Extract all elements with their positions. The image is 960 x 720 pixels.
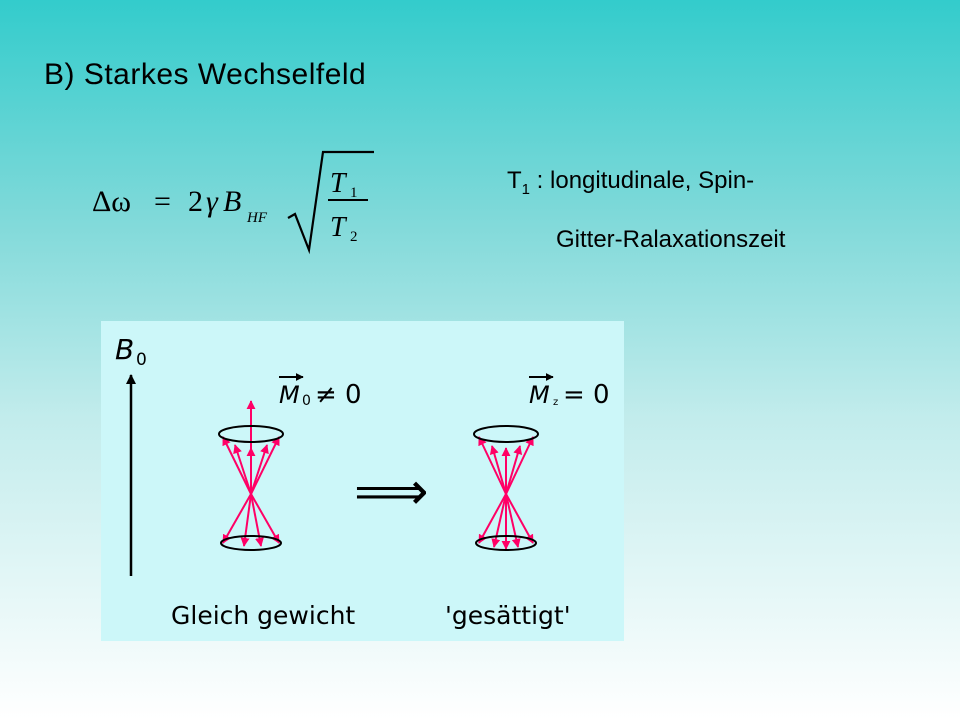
formula-field: B [223,185,241,218]
left-magnetization-subscript: 0 [302,393,311,409]
axis-label: B [115,333,134,366]
t1-definition-line2: Gitter-Ralaxationszeit [556,226,786,253]
formula: Δω = 2 γ B HF T 1 T 2 [92,150,374,255]
slide-title: B) Starkes Wechselfeld [44,58,367,91]
axis-subscript: 0 [136,350,147,370]
left-state-label: Gleich gewicht [171,601,355,630]
t1-definition: T1 : longitudinale, Spin- [507,167,754,198]
formula-denominator-subscript: 2 [350,229,358,245]
right-state-label: 'gesättigt' [445,601,571,630]
spin-diagram: B 0 [101,321,624,641]
formula-field-subscript: HF [246,210,268,226]
formula-lhs: Δω [92,185,131,218]
right-magnetization-subscript: z [553,397,558,408]
formula-denominator: T [330,212,348,243]
left-top-ellipse [218,425,284,443]
right-cone [478,436,534,550]
right-bottom-ellipse [475,535,537,551]
formula-numerator: T [330,168,348,199]
left-relation: ≠ 0 [315,380,362,410]
sqrt-sign [287,150,374,255]
left-magnetization: M [279,381,300,409]
t1-subscript: 1 [521,180,531,198]
right-top-ellipse [473,425,539,443]
transition-arrow-icon: ⟹ [354,462,429,522]
t1-definition-line1: : longitudinale, Spin- [530,167,755,194]
t1-symbol: T [507,167,522,194]
formula-equals: = [154,185,171,218]
formula-numerator-subscript: 1 [350,185,358,201]
formula-gamma: γ [206,185,219,218]
right-relation: = 0 [563,380,610,410]
formula-coefficient: 2 [188,185,203,218]
left-bottom-ellipse [220,535,282,551]
left-cone [222,400,280,547]
right-magnetization: M [529,381,550,409]
